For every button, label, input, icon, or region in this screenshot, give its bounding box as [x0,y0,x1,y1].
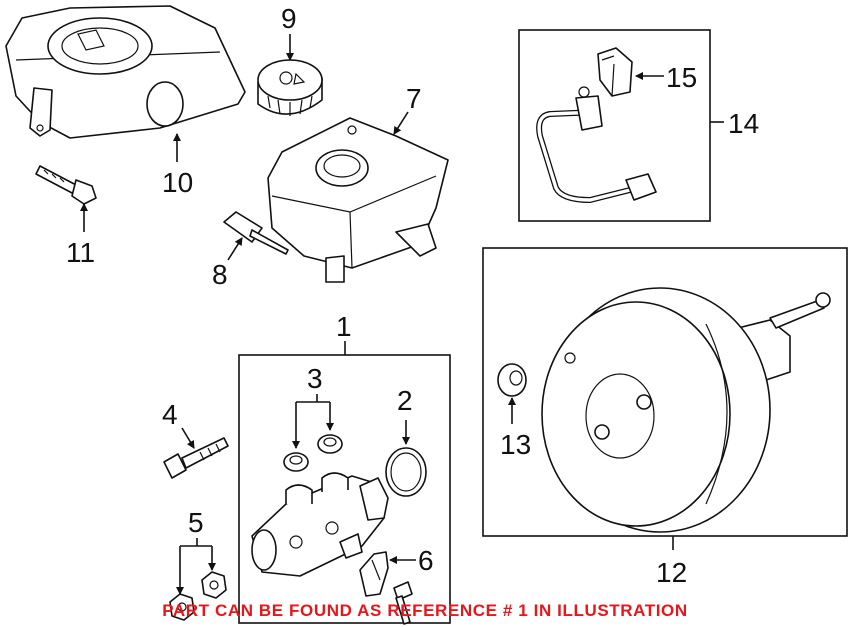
grommet-part-13 [497,363,527,397]
reference-note: PART CAN BE FOUND AS REFERENCE # 1 IN IL… [162,601,688,620]
callout-3: 3 [307,363,323,394]
group-box-14 [518,29,711,222]
callout-14: 14 [728,108,759,139]
callout-9: 9 [281,3,297,34]
hose-clip-part-15 [597,47,633,97]
master-cylinder-part-1 [251,472,389,577]
bracket-3 [296,394,330,403]
bolt-part-11 [35,165,97,205]
pin-part-8 [223,211,289,255]
bolt-in-box-1 [393,581,413,625]
callout-7: 7 [406,83,422,114]
reservoir-cap-part-9 [257,59,323,116]
bolt-part-4 [163,437,229,479]
engine-cover-part-10 [5,5,246,139]
callout-13: 13 [500,429,531,460]
callout-12: 12 [656,557,687,588]
callout-8: 8 [212,259,228,290]
callout-5: 5 [188,507,204,538]
callout-6: 6 [418,545,434,576]
vacuum-hose-part-14 [536,86,657,204]
brake-booster-part-12 [541,287,831,533]
callout-1: 1 [336,311,352,342]
reservoir-grommets-part-3 [283,434,343,472]
callout-2: 2 [397,385,413,416]
sensor-bracket-part-6 [359,551,389,597]
callout-11: 11 [66,237,95,268]
leader-8 [227,237,243,261]
bracket-5 [180,538,212,547]
group-box-12 [482,247,848,537]
fluid-reservoir-part-7 [267,117,449,283]
leader-7 [393,111,409,135]
callout-15: 15 [666,62,697,93]
leader-4 [181,427,195,449]
nuts-part-5 [169,571,227,621]
callout-4: 4 [162,399,178,430]
o-ring-part-2 [385,447,427,497]
callout-10: 10 [162,167,193,198]
